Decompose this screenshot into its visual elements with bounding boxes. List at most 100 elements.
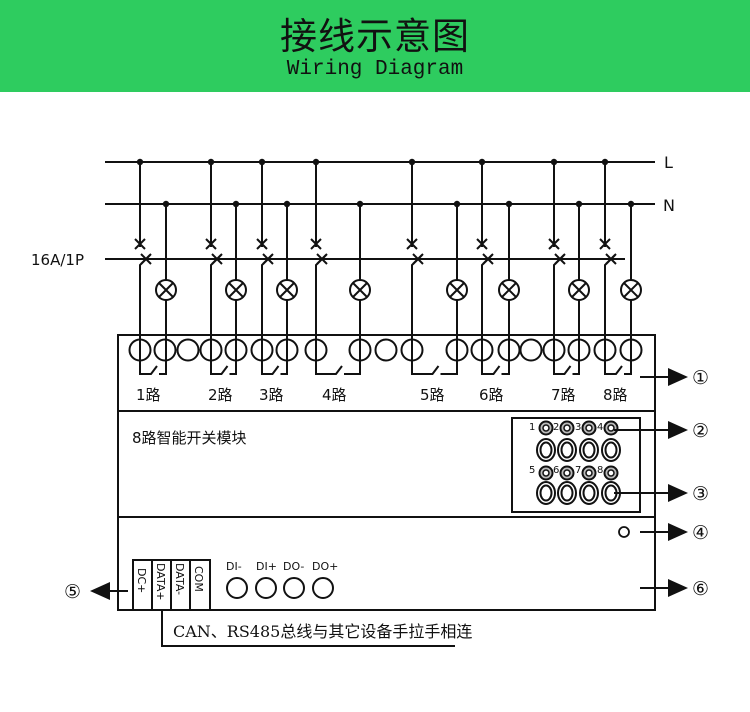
breaker-cross-icon bbox=[262, 253, 274, 265]
lamp-cross bbox=[623, 282, 639, 298]
relay-contact-icon bbox=[210, 350, 229, 375]
push-button-inner bbox=[539, 441, 553, 459]
relay-contact-icon bbox=[624, 350, 632, 375]
neutral-label: N bbox=[663, 196, 675, 215]
relay-contact-icon bbox=[261, 350, 280, 375]
lamp-cross bbox=[228, 282, 244, 298]
channel-circuit-4 bbox=[310, 158, 371, 350]
breaker-contact-icon bbox=[134, 238, 146, 250]
led-number-5: 5 bbox=[529, 465, 535, 476]
bus-note-bracket bbox=[161, 610, 455, 647]
arrow-right-icon bbox=[668, 523, 688, 541]
relay-contact-icon bbox=[411, 350, 440, 375]
channel-circuit-6 bbox=[476, 158, 520, 350]
channel-circuit-5 bbox=[406, 158, 468, 350]
io-terminal-icon bbox=[283, 577, 305, 599]
channel-label-6: 6路 bbox=[479, 386, 504, 404]
lamp-cross bbox=[571, 282, 587, 298]
push-button-inner bbox=[582, 484, 596, 502]
channel-circuit-2 bbox=[205, 158, 247, 350]
callout-6: ⑥ bbox=[692, 578, 709, 600]
breaker-contact-icon bbox=[256, 238, 268, 250]
bus-connection-note: CAN、RS485总线与其它设备手拉手相连 bbox=[173, 622, 472, 641]
breaker-contact-icon bbox=[310, 238, 322, 250]
io-terminal-icon bbox=[255, 577, 277, 599]
led-number-2: 2 bbox=[553, 422, 559, 433]
header-banner: 接线示意图 Wiring Diagram bbox=[0, 0, 750, 92]
pin-label-data-minus: DATA- bbox=[173, 563, 186, 595]
led-number-6: 6 bbox=[553, 465, 559, 476]
push-button-inner bbox=[604, 441, 618, 459]
status-led-icon bbox=[618, 526, 630, 538]
led-number-3: 3 bbox=[575, 422, 581, 433]
callout-4: ④ bbox=[692, 522, 709, 544]
breaker-contact-icon bbox=[599, 238, 611, 250]
pin-label-data-plus: DATA+ bbox=[154, 563, 167, 601]
channel-label-5: 5路 bbox=[420, 386, 445, 404]
channel-label-7: 7路 bbox=[551, 386, 576, 404]
breaker-rating-label: 16A/1P bbox=[31, 251, 84, 269]
arrow-right-icon bbox=[668, 421, 688, 439]
led-indicator-inner bbox=[607, 424, 615, 432]
lamp-cross bbox=[158, 282, 174, 298]
breaker-cross-icon bbox=[554, 253, 566, 265]
breaker-contact-icon bbox=[406, 238, 418, 250]
breaker-cross-icon bbox=[211, 253, 223, 265]
push-button-inner bbox=[539, 484, 553, 502]
push-button-inner bbox=[560, 484, 574, 502]
relay-contact-icon bbox=[572, 350, 580, 375]
led-indicator-inner bbox=[563, 469, 571, 477]
line-label: L bbox=[664, 153, 673, 172]
relay-contact-icon bbox=[553, 350, 572, 375]
relay-contact-icon bbox=[280, 350, 288, 375]
io-terminal-icon bbox=[226, 577, 248, 599]
title-english: Wiring Diagram bbox=[286, 58, 464, 81]
breaker-contact-icon bbox=[548, 238, 560, 250]
channel-label-2: 2路 bbox=[208, 386, 233, 404]
relay-contact-icon bbox=[159, 350, 167, 375]
relay-contact-icon bbox=[315, 350, 343, 375]
breaker-cross-icon bbox=[316, 253, 328, 265]
channel-label-4: 4路 bbox=[322, 386, 347, 404]
terminal-screw-icon bbox=[519, 338, 543, 362]
lamp-cross bbox=[501, 282, 517, 298]
switch-module bbox=[90, 333, 688, 647]
relay-contact-icon bbox=[440, 350, 458, 375]
lamp-cross bbox=[279, 282, 295, 298]
led-indicator-inner bbox=[563, 424, 571, 432]
module-housing bbox=[117, 334, 656, 611]
led-indicator-inner bbox=[542, 469, 550, 477]
relay-contact-icon bbox=[604, 350, 623, 375]
channel-label-1: 1路 bbox=[136, 386, 161, 404]
relay-contact-icon bbox=[139, 350, 158, 375]
breaker-cross-icon bbox=[140, 253, 152, 265]
lamp-cross bbox=[449, 282, 465, 298]
led-indicator-inner bbox=[585, 469, 593, 477]
arrow-right-icon bbox=[668, 579, 688, 597]
channel-circuit-7 bbox=[548, 158, 590, 350]
channel-circuit-8 bbox=[599, 158, 642, 350]
channel-circuit-3 bbox=[256, 158, 298, 350]
lamp-cross bbox=[352, 282, 368, 298]
callout-5: ⑤ bbox=[64, 581, 81, 603]
terminal-screw-icon bbox=[176, 338, 200, 362]
led-number-1: 1 bbox=[529, 422, 535, 433]
pin-label-dc-plus: DC+ bbox=[135, 568, 148, 593]
io-terminal-icon bbox=[312, 577, 334, 599]
callout-1: ① bbox=[692, 367, 709, 389]
io-label-di-plus: DI+ bbox=[256, 560, 277, 573]
led-indicator-inner bbox=[607, 469, 615, 477]
led-number-4: 4 bbox=[597, 422, 603, 433]
channel-label-8: 8路 bbox=[603, 386, 628, 404]
arrow-right-icon bbox=[668, 484, 688, 502]
io-label-do-minus: DO- bbox=[283, 560, 304, 573]
control-panel bbox=[511, 417, 641, 513]
arrow-left-icon bbox=[90, 582, 110, 600]
breaker-cross-icon bbox=[605, 253, 617, 265]
breaker-cross-icon bbox=[482, 253, 494, 265]
relay-contact-icon bbox=[501, 350, 510, 375]
io-label-di-minus: DI- bbox=[226, 560, 242, 573]
relay-contact-icon bbox=[481, 350, 501, 375]
callout-2: ② bbox=[692, 420, 709, 442]
